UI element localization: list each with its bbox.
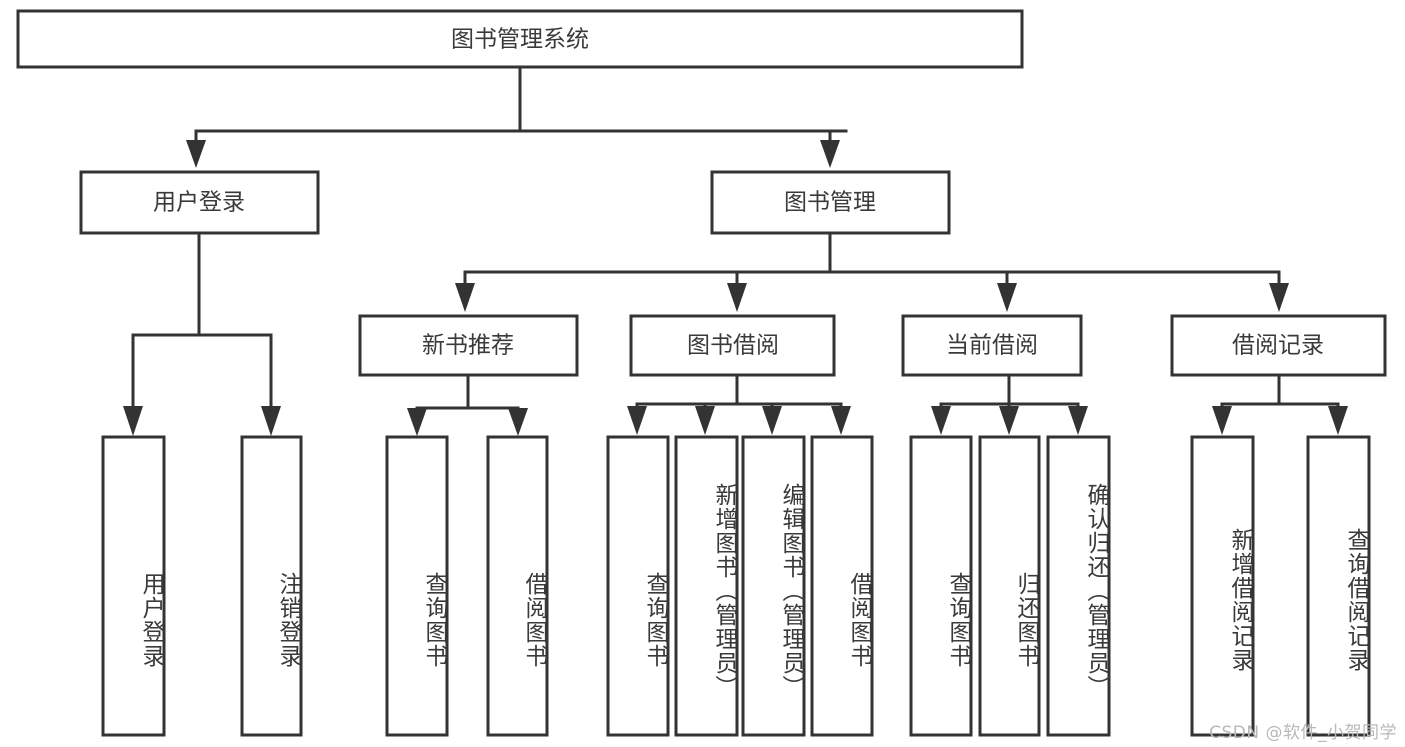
node-new-book-rec-box[interactable] [358,314,579,377]
arrow-head-leaf-user-logout [261,406,281,436]
arrow-head-leaf-query-book-1 [407,408,427,436]
node-leaf-add-record-box[interactable] [1190,435,1255,737]
arrow-head-leaf-query-book-3 [931,406,951,435]
node-user-login-label: 用户登录 [153,190,245,216]
nodes-group: 图书管理系统 用户登录 图书管理 新书推荐 图书借阅 当前借阅 借阅记录 [16,9,1387,737]
arrow-head-leaf-borrow-book-1 [508,408,528,436]
node-current-borrow-label: 当前借阅 [946,333,1038,359]
node-book-borrow-label: 图书借阅 [687,333,779,359]
node-leaf-confirm-return-box[interactable] [1046,435,1111,737]
node-book-manage-box[interactable] [710,170,951,235]
node-leaf-return-book-box[interactable] [978,435,1041,737]
csdn-watermark: CSDN @软件_小贺同学 [1209,723,1397,743]
arrow-head-user-login [186,140,206,168]
arrow-head-leaf-query-record [1328,406,1348,435]
arrow-head-leaf-add-record [1212,406,1232,435]
node-leaf-add-book-box[interactable] [674,435,739,737]
node-current-borrow-box[interactable] [901,314,1083,377]
arrow-head-borrow-record [1269,283,1289,312]
arrow-head-leaf-query-book-2 [627,406,647,435]
node-book-borrow-box[interactable] [629,314,836,377]
node-leaf-query-book-2-box[interactable] [606,435,670,737]
edges-group [123,65,1348,436]
node-leaf-query-book-1-box[interactable] [385,435,449,737]
arrow-head-leaf-confirm-return [1068,406,1088,435]
node-root-label: 图书管理系统 [451,27,589,53]
arrow-head-leaf-add-book [695,406,715,435]
node-new-book-rec-label: 新书推荐 [422,333,514,359]
arrow-head-leaf-return-book [999,406,1019,435]
node-leaf-query-record-box[interactable] [1306,435,1371,737]
node-leaf-query-book-3-box[interactable] [909,435,973,737]
node-user-login-box[interactable] [79,170,320,235]
arrow-head-current-borrow [997,283,1017,312]
node-borrow-record-box[interactable] [1170,314,1387,377]
node-leaf-user-logout-box[interactable] [240,435,303,737]
node-leaf-user-login-box[interactable] [101,435,166,737]
arrow-head-book-manage [820,140,840,168]
arrow-head-leaf-user-login [123,406,143,436]
node-borrow-record-label: 借阅记录 [1232,333,1324,359]
node-leaf-edit-book-box[interactable] [741,435,806,737]
node-leaf-borrow-book-1-box[interactable] [486,435,549,737]
node-leaf-borrow-book-2-box[interactable] [810,435,874,737]
arrow-head-leaf-edit-book [762,406,782,435]
node-root-box[interactable] [16,9,1024,69]
arrow-head-leaf-borrow-book-2 [831,406,851,435]
arrow-head-book-borrow [727,283,747,312]
arrow-head-new-book-rec [455,283,475,312]
node-book-manage-label: 图书管理 [784,190,876,216]
